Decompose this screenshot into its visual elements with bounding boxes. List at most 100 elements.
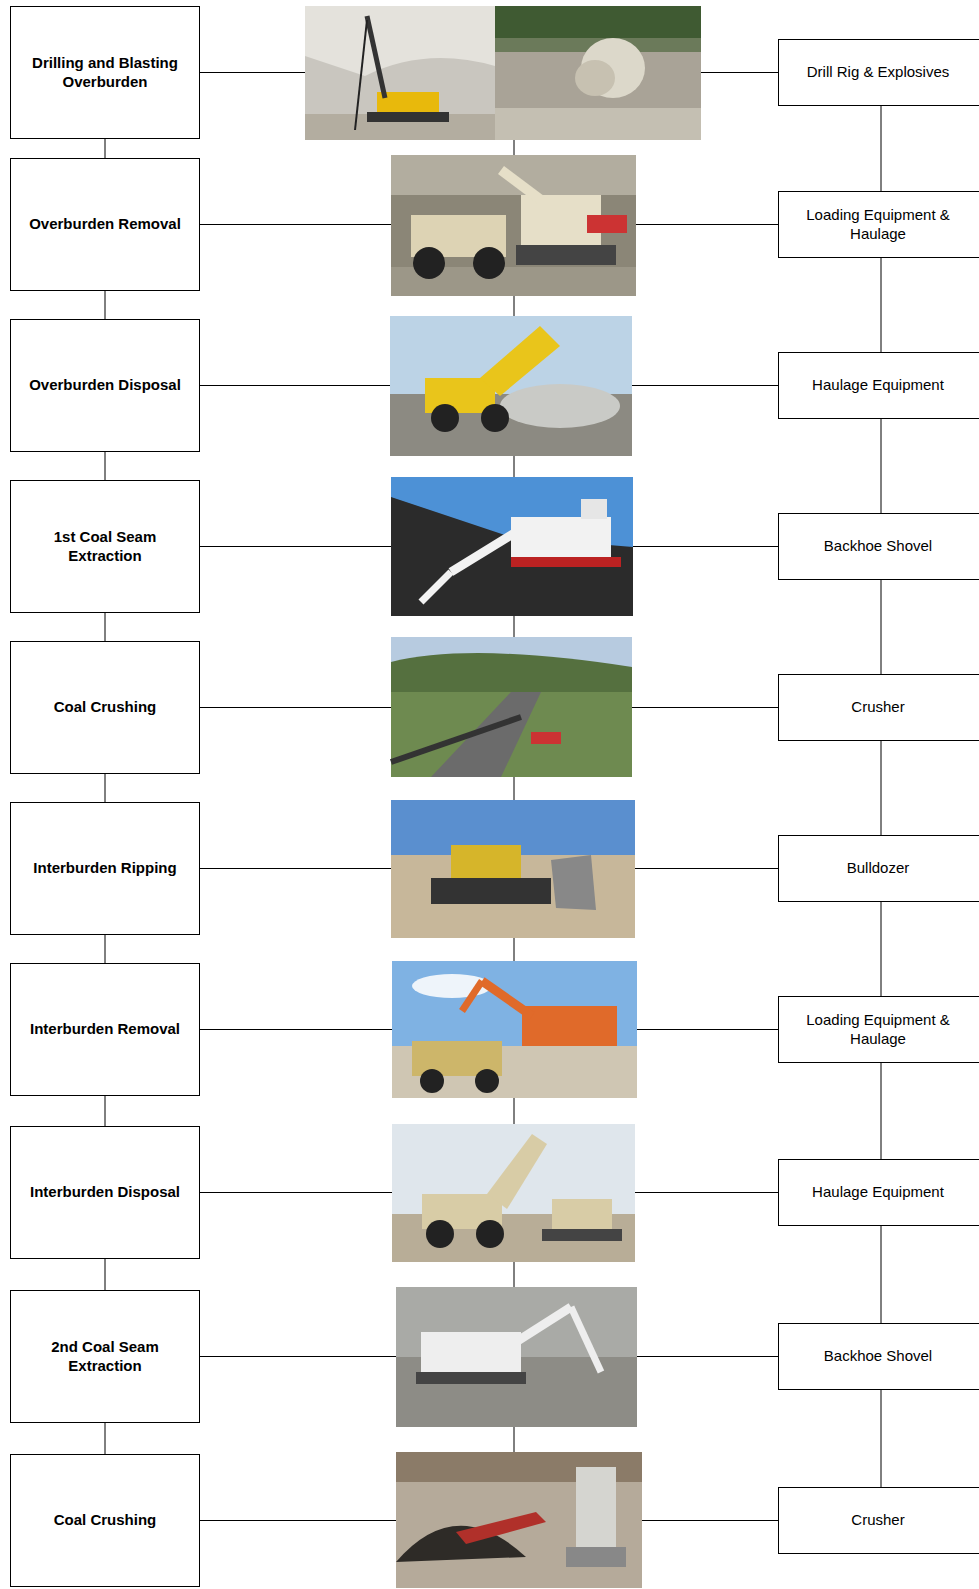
process-box: Overburden Disposal xyxy=(10,319,200,452)
shovel-truck-photo-part xyxy=(413,247,445,279)
coal-excavator-photo-part xyxy=(581,499,607,519)
box-label: Loading Equipment & Haulage xyxy=(787,1011,969,1049)
excavator-truck-photo-part xyxy=(522,1006,617,1046)
connector-line xyxy=(105,935,106,963)
equipment-box: Bulldozer xyxy=(778,835,979,902)
box-label: Drilling and Blasting Overburden xyxy=(19,54,191,92)
connector-line xyxy=(105,452,106,480)
excavator-photo-part xyxy=(416,1372,526,1384)
equipment-box: Haulage Equipment xyxy=(778,352,979,419)
drill-rig-photo-part xyxy=(367,16,385,98)
connector-line xyxy=(881,419,882,513)
process-box: Coal Crushing xyxy=(10,1454,200,1587)
blast-photo-part xyxy=(575,60,615,96)
excavator-photo-part xyxy=(571,1307,601,1372)
connector-line xyxy=(105,1096,106,1126)
process-box: 1st Coal Seam Extraction xyxy=(10,480,200,613)
equipment-box: Crusher xyxy=(778,674,979,741)
coal-excavator-photo-part xyxy=(391,497,633,616)
coal-excavator-photo-part xyxy=(511,557,621,567)
dump-truck-photo xyxy=(390,316,632,456)
bulldozer-photo-part xyxy=(451,845,521,880)
box-label: Interburden Removal xyxy=(30,1020,180,1039)
equipment-box: Drill Rig & Explosives xyxy=(778,39,979,106)
crusher-site-photo-part xyxy=(431,692,541,777)
dump-dozer-photo xyxy=(392,1124,635,1262)
dump-truck-photo-part xyxy=(431,404,459,432)
process-box: Interburden Disposal xyxy=(10,1126,200,1259)
excavator-truck-photo-part xyxy=(392,961,637,1098)
process-box: 2nd Coal Seam Extraction xyxy=(10,1290,200,1423)
drill-rig-photo-part xyxy=(367,112,449,122)
crusher-photo xyxy=(396,1452,642,1588)
box-label: Haulage Equipment xyxy=(812,376,944,395)
equipment-box: Crusher xyxy=(778,1487,979,1554)
dump-dozer-photo-part xyxy=(542,1229,622,1241)
box-label: Coal Crushing xyxy=(54,698,157,717)
box-label: Crusher xyxy=(851,698,904,717)
equipment-box: Backhoe Shovel xyxy=(778,513,979,580)
crusher-site-photo-part xyxy=(531,732,561,744)
crusher-photo-part xyxy=(396,1452,642,1588)
dump-dozer-photo-part xyxy=(552,1199,612,1234)
connector-line xyxy=(881,258,882,352)
excavator-truck-photo-part xyxy=(482,981,532,1016)
crusher-photo-part xyxy=(456,1512,546,1544)
dump-dozer-photo-part xyxy=(392,1124,635,1262)
box-label: Backhoe Shovel xyxy=(824,1347,932,1366)
drill-rig-photo-part xyxy=(355,20,367,130)
shovel-truck-photo xyxy=(391,155,636,296)
box-label: Loading Equipment & Haulage xyxy=(787,206,969,244)
coal-excavator-photo-part xyxy=(451,532,516,572)
drill-rig-photo-part xyxy=(305,6,495,76)
box-label: Interburden Ripping xyxy=(33,859,176,878)
connector-line xyxy=(105,1259,106,1290)
dump-truck-photo-part xyxy=(481,404,509,432)
connector-line xyxy=(105,139,106,158)
excavator-photo xyxy=(396,1287,637,1427)
dump-truck-photo-part xyxy=(390,316,632,456)
shovel-truck-photo-part xyxy=(587,215,627,233)
dump-dozer-photo-part xyxy=(487,1134,547,1209)
drill-rig-photo xyxy=(305,6,495,140)
box-label: Haulage Equipment xyxy=(812,1183,944,1202)
connector-line xyxy=(881,580,882,674)
shovel-truck-photo-part xyxy=(516,245,616,265)
equipment-box: Loading Equipment & Haulage xyxy=(778,996,979,1063)
dump-dozer-photo-part xyxy=(476,1220,504,1248)
dump-dozer-photo-part xyxy=(426,1220,454,1248)
connector-line xyxy=(881,741,882,835)
bulldozer-photo-part xyxy=(431,878,551,904)
excavator-truck-photo xyxy=(392,961,637,1098)
box-label: Crusher xyxy=(851,1511,904,1530)
bulldozer-photo xyxy=(391,800,635,938)
process-box: Interburden Ripping xyxy=(10,802,200,935)
process-box: Coal Crushing xyxy=(10,641,200,774)
coal-excavator-photo-part xyxy=(391,477,633,616)
process-box: Overburden Removal xyxy=(10,158,200,291)
coal-excavator-photo xyxy=(391,477,633,616)
shovel-truck-photo-part xyxy=(501,170,541,200)
shovel-truck-photo-part xyxy=(473,247,505,279)
box-label: Coal Crushing xyxy=(54,1511,157,1530)
connector-line xyxy=(881,106,882,191)
excavator-photo-part xyxy=(421,1332,521,1372)
box-label: Interburden Disposal xyxy=(30,1183,180,1202)
bulldozer-photo-part xyxy=(551,855,596,910)
crusher-photo-part xyxy=(576,1467,616,1547)
crusher-photo-part xyxy=(566,1547,626,1567)
process-box: Interburden Removal xyxy=(10,963,200,1096)
box-label: 1st Coal Seam Extraction xyxy=(19,528,191,566)
excavator-photo-part xyxy=(516,1307,571,1342)
dump-truck-photo-part xyxy=(500,384,620,428)
crusher-site-photo-part xyxy=(391,637,632,777)
box-label: Bulldozer xyxy=(847,859,910,878)
shovel-truck-photo-part xyxy=(391,155,636,296)
connector-line xyxy=(105,1423,106,1454)
crusher-site-photo-part xyxy=(391,653,632,697)
process-box: Drilling and Blasting Overburden xyxy=(10,6,200,139)
connector-line xyxy=(881,902,882,996)
bulldozer-photo-part xyxy=(391,800,635,938)
excavator-truck-photo-part xyxy=(475,1069,499,1093)
